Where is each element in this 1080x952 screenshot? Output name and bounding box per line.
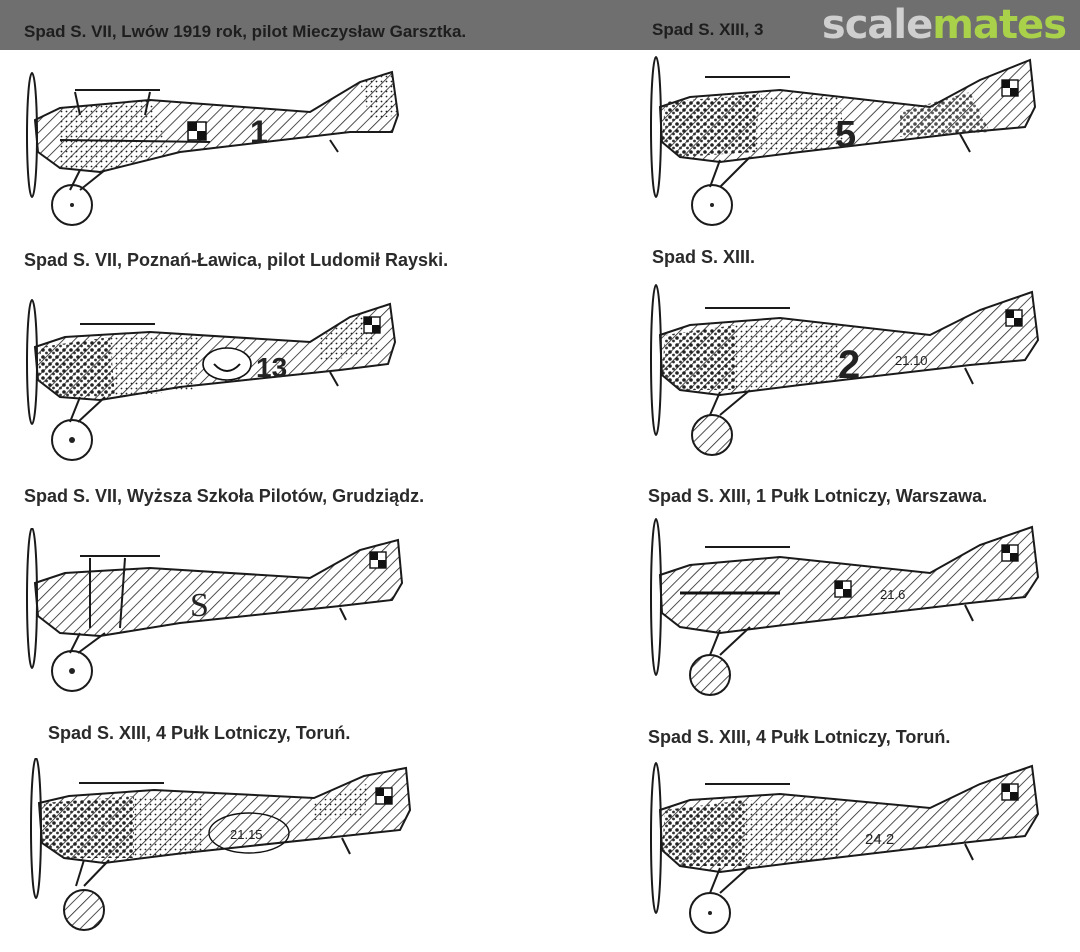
aircraft-drawing-left-4: 21.15 <box>30 758 412 931</box>
caption-left-1: Spad S. VII, Lwów 1919 rok, pilot Mieczy… <box>24 22 467 41</box>
caption-right-4: Spad S. XIII, 4 Pułk Lotniczy, Toruń. <box>648 727 951 747</box>
marking-right-4: 24.2 <box>865 831 894 848</box>
marking-right-3: 21.6 <box>880 587 905 602</box>
caption-right-1: Spad S. XIII, 3 <box>652 20 764 39</box>
marking-left-1: 1 <box>250 114 268 150</box>
watermark-part-1: scale <box>821 2 933 48</box>
marking-left-3: S <box>190 587 209 624</box>
marking-left-4: 21.15 <box>230 827 263 842</box>
caption-right-3: Spad S. XIII, 1 Pułk Lotniczy, Warszawa. <box>648 486 988 506</box>
marking-right-2: 2 <box>838 343 860 387</box>
marking-right-1: 5 <box>835 114 856 156</box>
top-bar <box>0 0 1080 50</box>
watermark-part-2: mates <box>932 2 1067 48</box>
caption-left-4: Spad S. XIII, 4 Pułk Lotniczy, Toruń. <box>48 723 351 743</box>
caption-right-2: Spad S. XIII. <box>652 247 756 267</box>
caption-left-2: Spad S. VII, Poznań-Ławica, pilot Ludomi… <box>24 250 449 270</box>
aircraft-drawing-right-3: 21.6 <box>650 518 1040 696</box>
aircraft-drawing-right-2: 2 21.10 <box>650 284 1040 456</box>
aircraft-drawing-right-4: 24.2 <box>650 762 1040 934</box>
aircraft-drawing-left-2: 13 <box>26 299 397 461</box>
caption-left-3: Spad S. VII, Wyższa Szkoła Pilotów, Grud… <box>24 486 425 506</box>
marking-left-2: 13 <box>256 352 287 383</box>
aircraft-drawing-right-1: 5 <box>650 56 1037 226</box>
aircraft-drawing-left-1: 1 <box>26 70 400 226</box>
aircraft-drawing-left-3: S <box>26 528 404 692</box>
marking-right-2-serial: 21.10 <box>895 353 928 368</box>
